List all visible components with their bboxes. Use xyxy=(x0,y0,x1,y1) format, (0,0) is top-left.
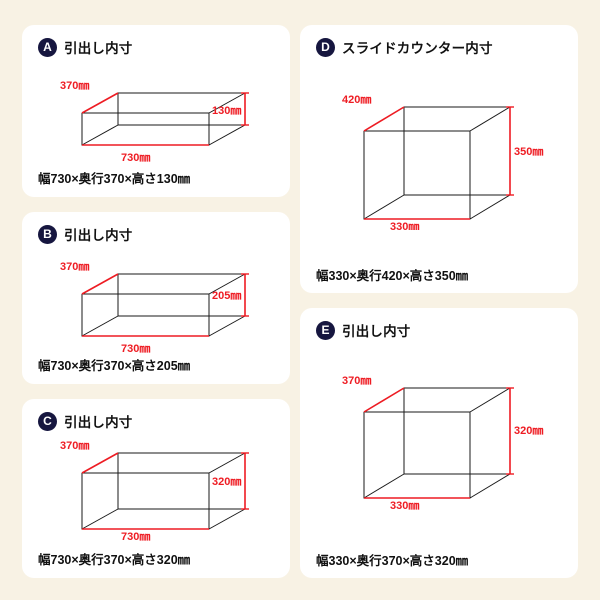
panel-caption-a: 幅730×奥行370×高さ130㎜ xyxy=(38,172,191,186)
panel-header-c: C 引出し内寸 xyxy=(38,411,133,431)
panel-badge-d: D xyxy=(316,37,335,57)
panel-card-b: B 引出し内寸 370㎜ 730㎜ 205㎜ 幅730 xyxy=(22,212,290,384)
panel-title-c: 引出し内寸 xyxy=(64,415,133,430)
dim-depth-label-b: 370㎜ xyxy=(60,261,89,273)
dim-width-label-b: 730㎜ xyxy=(121,343,150,354)
isometric-box-figure-e: 370㎜ 330㎜ 320㎜ xyxy=(342,366,552,511)
panel-caption-d: 幅330×奥行420×高さ350㎜ xyxy=(316,269,469,283)
isometric-box-figure-c: 370㎜ 730㎜ 320㎜ xyxy=(60,437,260,541)
dim-height-label-b: 205㎜ xyxy=(212,290,241,302)
panel-badge-e: E xyxy=(316,320,335,340)
isometric-box-figure-b: 370㎜ 730㎜ 205㎜ xyxy=(60,256,260,354)
panel-header-b: B 引出し内寸 xyxy=(38,224,133,244)
dim-width-label-e: 330㎜ xyxy=(390,500,419,511)
panel-caption-b: 幅730×奥行370×高さ205㎜ xyxy=(38,359,191,373)
dim-height-label-d: 350㎜ xyxy=(514,146,543,158)
panel-caption-c: 幅730×奥行370×高さ320㎜ xyxy=(38,553,191,567)
panel-card-c: C 引出し内寸 370㎜ 730㎜ 320㎜ 幅730 xyxy=(22,399,290,578)
panel-title-b: 引出し内寸 xyxy=(64,228,133,243)
panel-title-d: スライドカウンター内寸 xyxy=(342,41,493,56)
dim-height-label-a: 130㎜ xyxy=(212,105,241,117)
isometric-box-figure-d: 420㎜ 330㎜ 350㎜ xyxy=(342,85,552,230)
panel-badge-c: C xyxy=(38,411,57,431)
panel-title-a: 引出し内寸 xyxy=(64,41,133,56)
dim-width-label-a: 730㎜ xyxy=(121,152,150,164)
panel-card-a: A 引出し内寸 370㎜ 730 xyxy=(22,25,290,197)
dim-depth-label-e: 370㎜ xyxy=(342,375,371,387)
dim-depth-label-d: 420㎜ xyxy=(342,94,371,106)
panel-header-a: A 引出し内寸 xyxy=(38,37,133,57)
dim-width-label-c: 730㎜ xyxy=(121,531,150,541)
panel-title-e: 引出し内寸 xyxy=(342,324,411,339)
dim-depth-label-c: 370㎜ xyxy=(60,440,89,452)
isometric-box-figure-a: 370㎜ 730㎜ 130㎜ xyxy=(60,73,260,165)
panel-header-e: E 引出し内寸 xyxy=(316,320,411,340)
panel-badge-a: A xyxy=(38,37,57,57)
panel-caption-e: 幅330×奥行370×高さ320㎜ xyxy=(316,554,469,568)
panel-card-d: D スライドカウンター内寸 420㎜ 330㎜ 350㎜ xyxy=(300,25,578,293)
panel-badge-b: B xyxy=(38,224,57,244)
dim-width-label-d: 330㎜ xyxy=(390,221,419,230)
panel-header-d: D スライドカウンター内寸 xyxy=(316,37,493,57)
dim-height-label-e: 320㎜ xyxy=(514,425,543,437)
panel-card-e: E 引出し内寸 370㎜ 330㎜ 320㎜ 幅330 xyxy=(300,308,578,578)
dim-depth-label-a: 370㎜ xyxy=(60,80,89,92)
dim-height-label-c: 320㎜ xyxy=(212,476,241,488)
